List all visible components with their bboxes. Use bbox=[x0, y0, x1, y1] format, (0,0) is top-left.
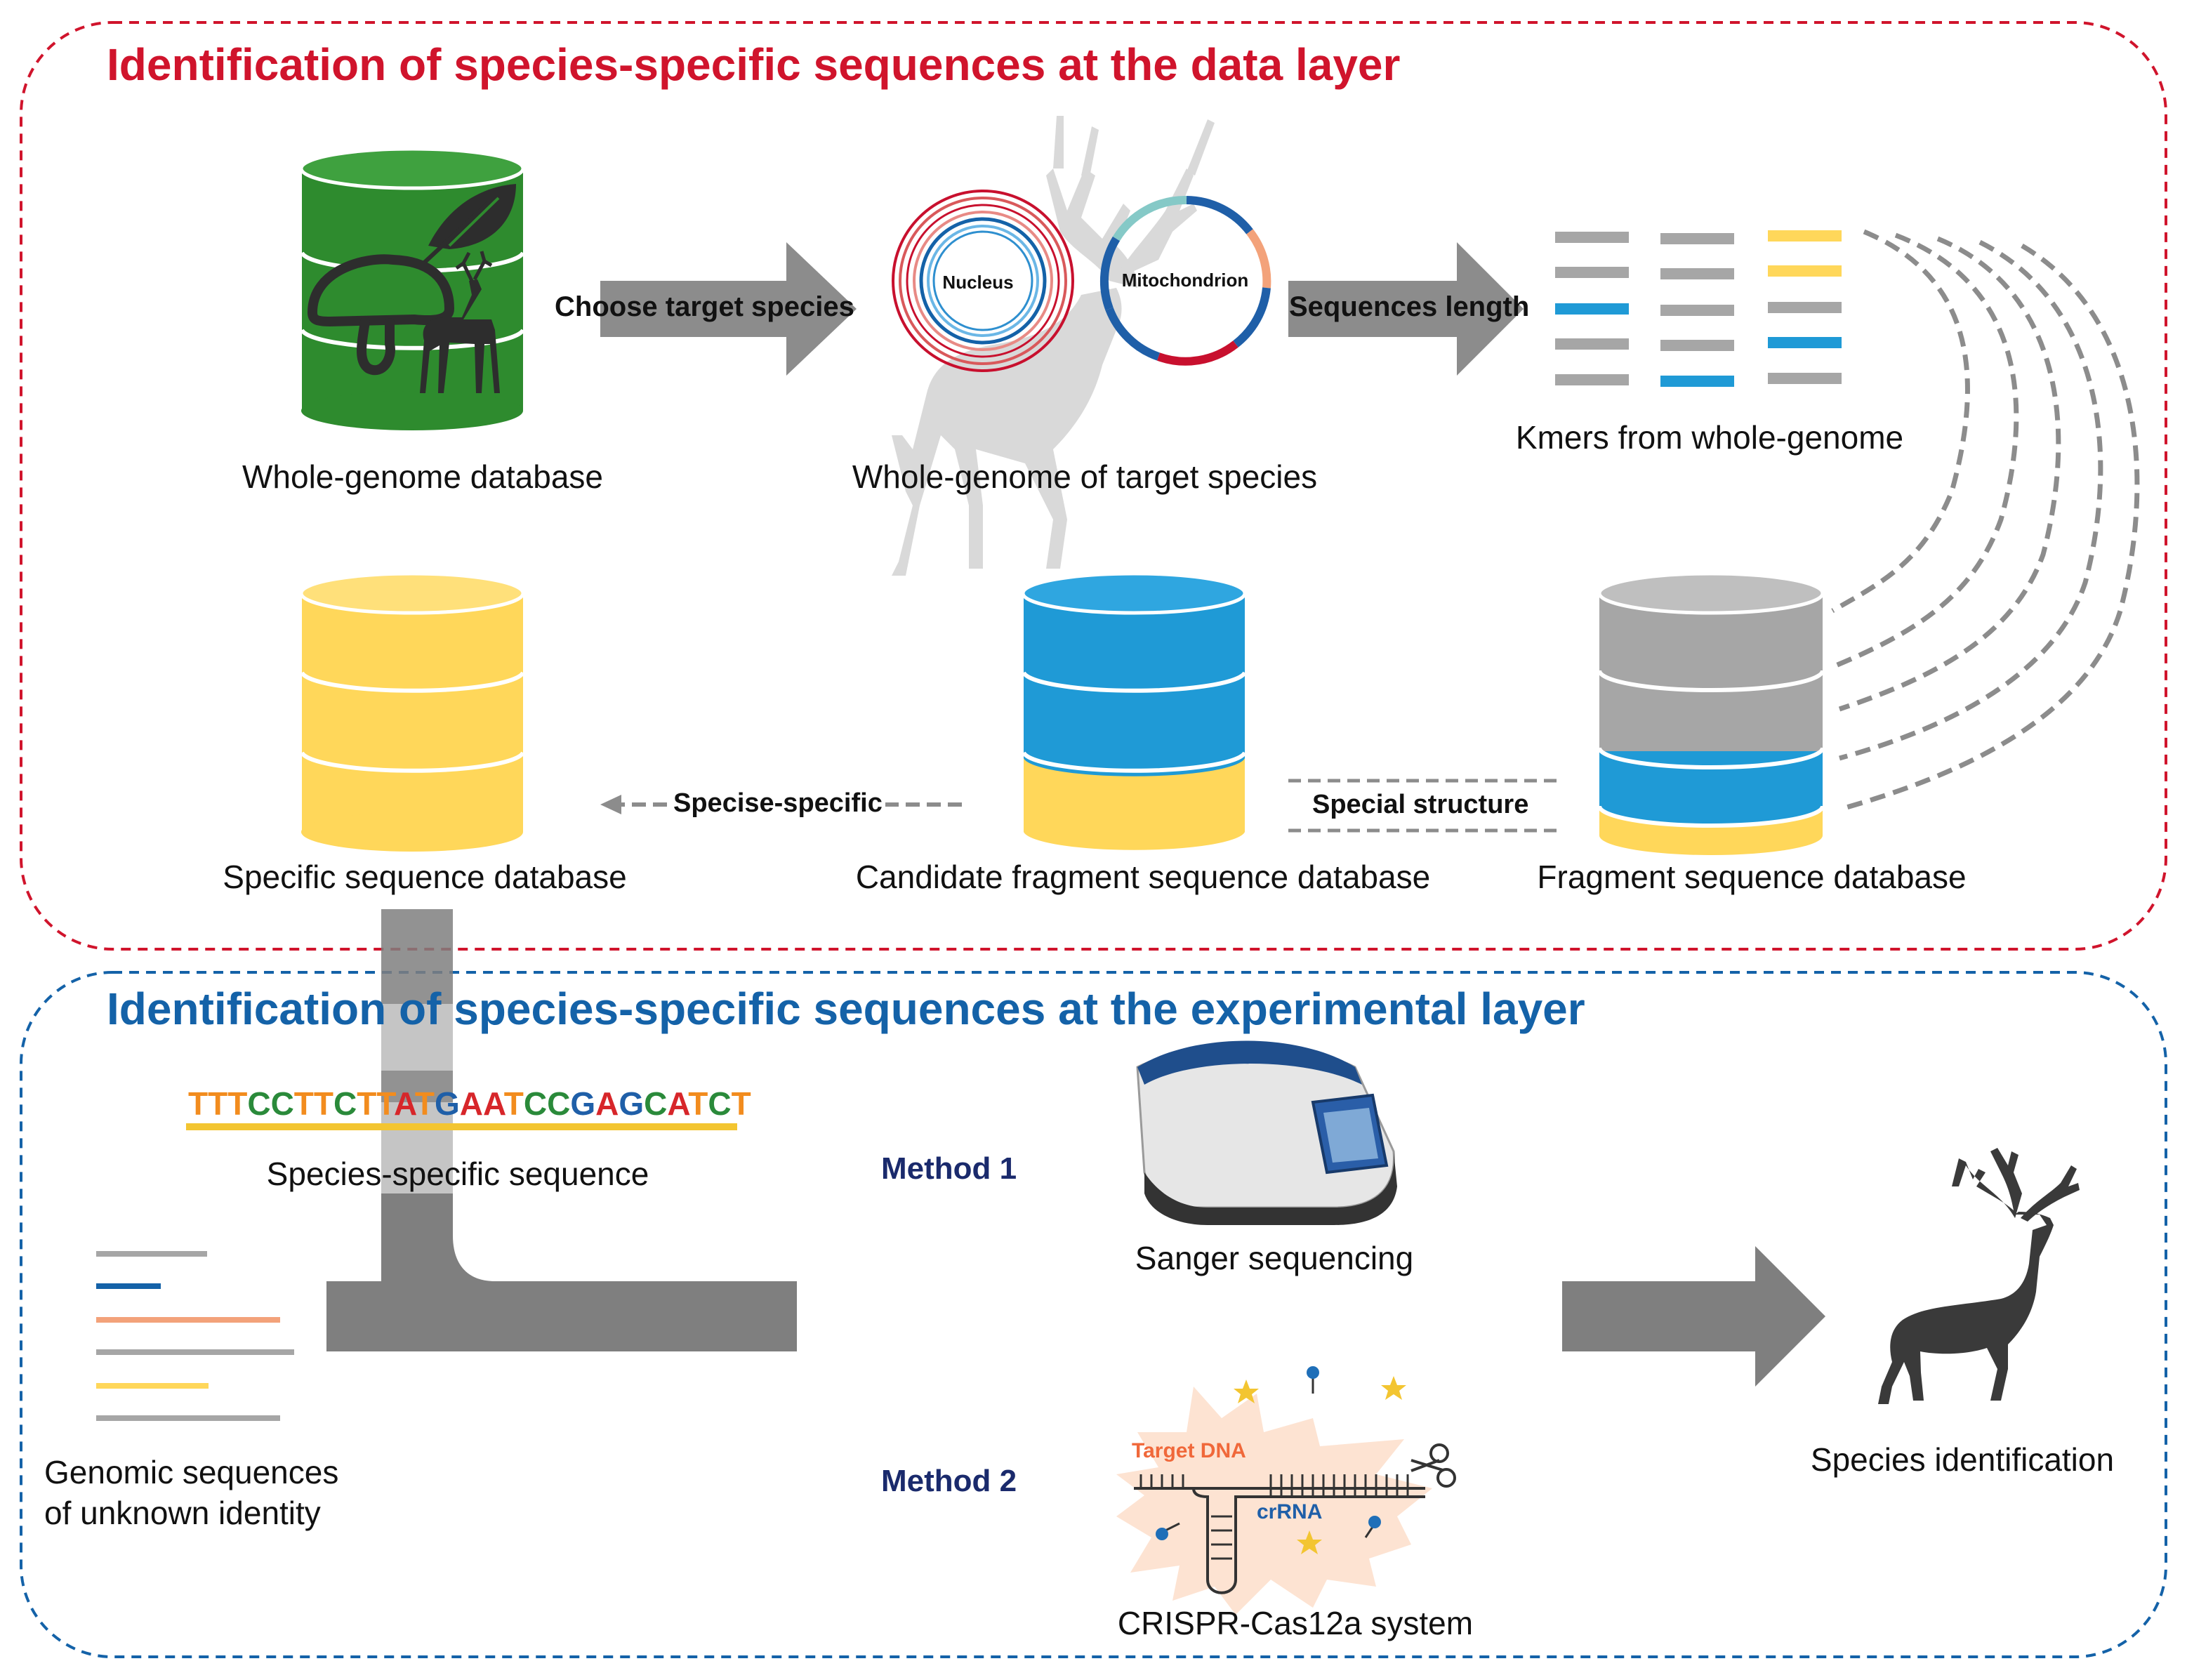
sequence-base: G bbox=[619, 1085, 645, 1122]
arrow-specise-specific-head bbox=[600, 795, 621, 814]
label-fragment-database: Fragment sequence database bbox=[1537, 859, 1967, 895]
scissors-icon bbox=[1410, 1443, 1456, 1488]
crispr-cas12a-icon bbox=[1116, 1366, 1456, 1615]
label-target-dna: Target DNA bbox=[1132, 1439, 1246, 1462]
sequence-base: A bbox=[459, 1085, 483, 1122]
sequence-base: C bbox=[270, 1085, 294, 1122]
reindeer-watermark bbox=[892, 116, 1215, 576]
label-kmers: Kmers from whole-genome bbox=[1515, 419, 1904, 456]
sequence-base: C bbox=[644, 1085, 668, 1122]
sequence-base: T bbox=[293, 1085, 314, 1122]
sequence-base: T bbox=[688, 1085, 708, 1122]
sequence-base: G bbox=[570, 1085, 596, 1122]
sequence-base: A bbox=[482, 1085, 504, 1122]
candidate-database-icon bbox=[1021, 571, 1247, 850]
label-crispr-system: CRISPR-Cas12a system bbox=[1117, 1605, 1474, 1641]
specific-database-icon bbox=[299, 571, 525, 852]
label-method-2: Method 2 bbox=[881, 1464, 1017, 1498]
species-specific-sequence: TTTCCTTCTTATGAATCCGAGCATCT bbox=[188, 1085, 751, 1123]
label-whole-genome-database: Whole-genome database bbox=[242, 458, 603, 495]
label-crrna: crRNA bbox=[1257, 1500, 1323, 1523]
sequence-base: A bbox=[595, 1085, 619, 1122]
arrow-label-specise-specific: Specise-specific bbox=[670, 788, 885, 819]
sanger-sequencer-icon bbox=[1136, 1040, 1397, 1225]
kmers-to-fragment-curves bbox=[1831, 229, 2140, 810]
sequence-underline bbox=[186, 1123, 737, 1130]
reporter-probes-icon bbox=[1156, 1366, 1406, 1554]
connector-pipe bbox=[326, 909, 797, 1351]
sequence-base: T bbox=[503, 1085, 524, 1122]
arrow-sequences-length bbox=[1288, 242, 1524, 376]
sequence-base: C bbox=[247, 1085, 271, 1122]
nucleus-chromosome-icon bbox=[892, 190, 1074, 372]
deer-result-icon bbox=[1878, 1148, 2080, 1404]
sequence-base: T bbox=[414, 1085, 435, 1122]
arrow-label-choose-target: Choose target species bbox=[555, 291, 854, 322]
label-unknown-line1: Genomic sequences bbox=[44, 1454, 339, 1490]
mitochondrion-genome-icon bbox=[1099, 195, 1271, 366]
label-nucleus: Nucleus bbox=[942, 272, 1014, 293]
label-sanger-sequencing: Sanger sequencing bbox=[1135, 1240, 1414, 1276]
sequence-base: C bbox=[523, 1085, 548, 1122]
arrow-to-identification bbox=[1562, 1246, 1825, 1387]
sequence-base: T bbox=[731, 1085, 751, 1122]
sequence-base: G bbox=[434, 1085, 460, 1122]
deer-icon-small bbox=[420, 251, 500, 393]
fragment-database-icon bbox=[1597, 571, 1825, 855]
sequence-base: C bbox=[547, 1085, 571, 1122]
unknown-sequences-icon bbox=[96, 1251, 294, 1421]
experimental-layer-frame bbox=[20, 971, 2167, 1658]
arrow-label-special-structure: Special structure bbox=[1309, 790, 1532, 820]
label-method-1: Method 1 bbox=[881, 1151, 1017, 1186]
label-species-identification: Species identification bbox=[1810, 1441, 2115, 1478]
label-target-species-genome: Whole-genome of target species bbox=[852, 458, 1318, 495]
sequence-base: T bbox=[357, 1085, 377, 1122]
label-unknown-line2: of unknown identity bbox=[44, 1495, 321, 1531]
sequence-base: T bbox=[376, 1085, 395, 1122]
label-candidate-database: Candidate fragment sequence database bbox=[855, 859, 1431, 895]
leaf-icon bbox=[419, 184, 516, 267]
label-mitochondrion: Mitochondrion bbox=[1121, 270, 1249, 291]
label-species-specific-sequence: Species-specific sequence bbox=[266, 1156, 649, 1192]
sequence-base: A bbox=[394, 1085, 415, 1122]
arrow-choose-target-species bbox=[600, 242, 857, 376]
kmers-icon bbox=[1555, 230, 1842, 387]
sequence-base: T bbox=[208, 1085, 228, 1122]
mushroom-icon bbox=[307, 254, 455, 376]
experimental-layer-title: Identification of species-specific seque… bbox=[107, 984, 1585, 1034]
arrow-special-structure bbox=[1288, 779, 1562, 833]
sequence-base: A bbox=[667, 1085, 689, 1122]
sequence-base: C bbox=[708, 1085, 732, 1122]
data-layer-title: Identification of species-specific seque… bbox=[107, 39, 1401, 90]
sequence-base: C bbox=[333, 1085, 357, 1122]
data-layer-frame bbox=[20, 21, 2167, 951]
label-specific-database: Specific sequence database bbox=[223, 859, 627, 895]
arrow-label-sequences-length: Sequences length bbox=[1289, 291, 1530, 322]
sequence-base: T bbox=[227, 1085, 248, 1122]
sequence-base: T bbox=[188, 1085, 209, 1122]
sequence-base: T bbox=[313, 1085, 334, 1122]
